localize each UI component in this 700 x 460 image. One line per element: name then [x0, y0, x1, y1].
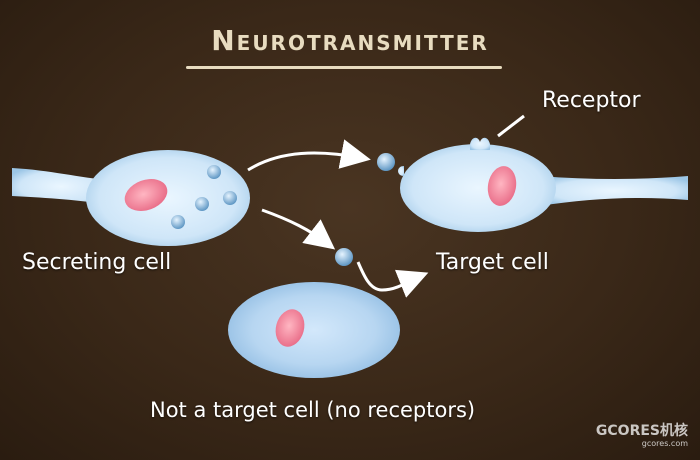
watermark-url: gcores.com	[641, 439, 688, 448]
neurotransmitter-molecule	[377, 153, 395, 171]
neurotransmitter-molecule	[335, 248, 353, 266]
non-target-cell-nucleus	[275, 309, 305, 347]
non-target-cell-label: Not a target cell (no receptors)	[150, 398, 476, 422]
target-cell-body	[400, 144, 556, 232]
receptor-pointer	[497, 114, 525, 138]
vesicle	[195, 197, 209, 211]
receptor-shape	[398, 166, 404, 176]
arrow-to-target	[247, 139, 371, 172]
vesicle	[207, 165, 221, 179]
vesicle	[171, 215, 185, 229]
watermark-brand: GCORES机核	[595, 423, 688, 439]
non-target-cell-body	[228, 282, 400, 378]
receptor-label: Receptor	[542, 88, 641, 113]
secreting-cell-axon	[12, 168, 110, 205]
vesicle	[223, 191, 237, 205]
receptor-shape	[470, 137, 490, 150]
arrow-down-to-molecule	[261, 208, 336, 250]
secreting-cell-nucleus	[124, 179, 168, 211]
title-underline	[186, 66, 502, 69]
secreting-cell-label: Secreting cell	[22, 250, 172, 275]
target-cell-axon	[540, 176, 688, 206]
watermark: GCORES机核 gcores.com	[596, 424, 688, 448]
target-cell-nucleus	[487, 166, 517, 206]
diagram-title: Neurotransmitter	[211, 24, 489, 57]
target-cell-label: Target cell	[436, 250, 549, 275]
arrow-to-non-target	[356, 261, 429, 298]
